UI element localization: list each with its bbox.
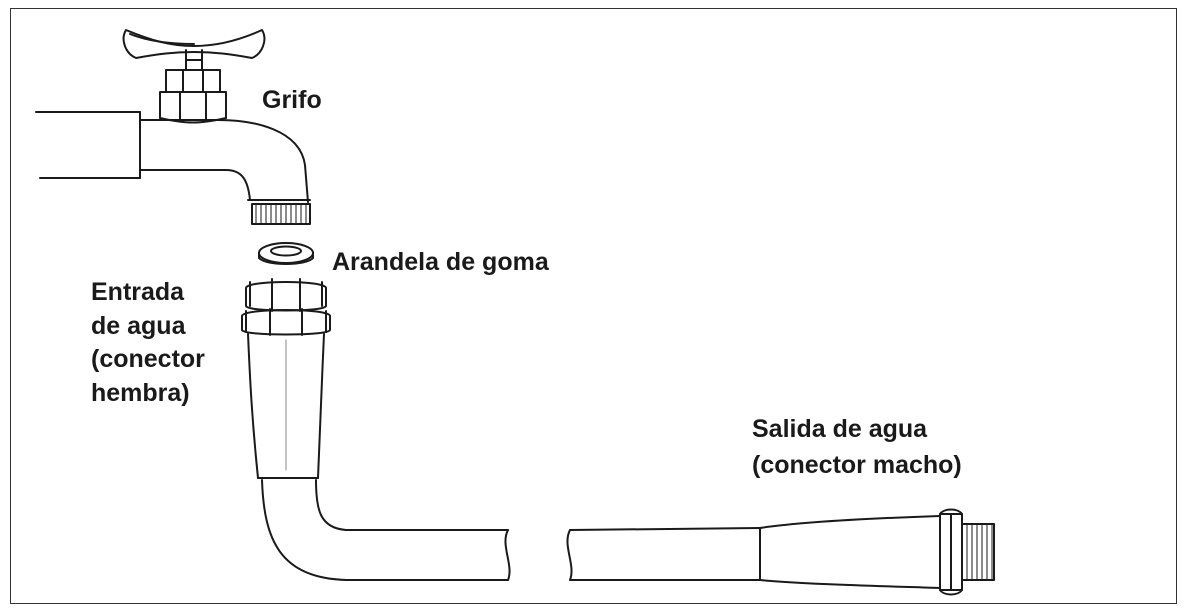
water-outlet-label-line: (conector macho) [752,451,962,479]
female-coupling [241,278,331,479]
rubber-washer [258,242,314,265]
hose [261,479,761,581]
faucet-label: Grifo [262,86,322,114]
water-outlet-label-line: Salida de agua [752,415,928,443]
water-inlet-label-line: hembra) [91,378,190,407]
water-inlet-label-line: de agua [91,311,186,340]
diagram-frame [10,8,1177,604]
water-inlet-label-line: (conector [91,345,205,373]
male-coupling [759,508,995,596]
water-inlet-label-line: Entrada [91,278,185,306]
water-outlet-label: Salida de agua (conector macho) [752,411,962,483]
faucet [35,29,311,225]
rubber-washer-label: Arandela de goma [332,248,549,276]
water-inlet-label: Entrada de agua (conector hembra) [91,276,205,410]
